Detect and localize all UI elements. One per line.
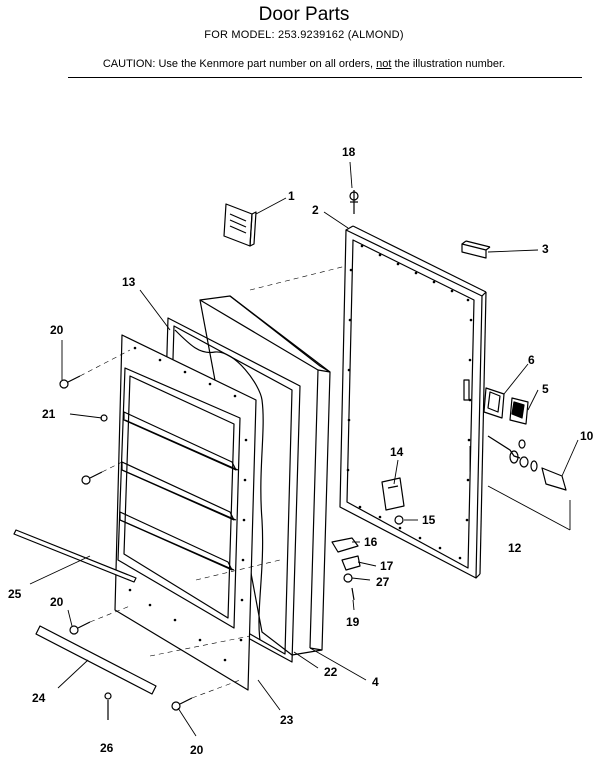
callout-19: 19 [346,615,360,629]
callout-25: 25 [8,587,22,601]
callout-1: 1 [288,189,295,203]
callout-13: 13 [122,275,136,289]
part-25-rod [13,529,137,583]
callout-16: 16 [364,535,378,549]
callout-labels: 1 2 3 4 5 6 10 12 13 14 15 16 17 18 19 2… [8,145,594,757]
part-6-bracket [483,387,505,419]
alignment-lines [79,265,347,699]
callout-20-top: 20 [50,323,64,337]
callout-3: 3 [542,242,549,256]
callout-23: 23 [280,713,294,727]
fastener-screws [59,375,193,720]
part-12-lock-assembly [487,435,567,491]
caution-text-prefix: CAUTION: Use the Kenmore part number on … [102,58,377,70]
callout-27: 27 [376,575,390,589]
model-subtitle: FOR MODEL: 253.9239162 (ALMOND) [204,29,404,41]
callout-5: 5 [542,382,549,396]
callout-15: 15 [422,513,436,527]
callout-17: 17 [380,559,394,573]
caution-note: CAUTION: Use the Kenmore part number on … [0,58,608,70]
hinge-hardware [331,537,361,601]
callout-20-mid: 20 [50,595,64,609]
callout-6: 6 [528,353,535,367]
caution-text-not: not [376,58,392,70]
callout-12: 12 [508,541,522,555]
part-3-door-stop [461,240,491,259]
outer-door-panel [339,225,487,579]
part-14-bracket [381,477,405,511]
callout-18: 18 [342,145,356,159]
part-18-screw [349,190,359,214]
leader-lines [29,161,579,737]
callout-26: 26 [100,741,114,755]
callout-14: 14 [390,445,404,459]
callout-20-bottom: 20 [190,743,204,757]
caution-text-suffix: the illustration number. [391,58,506,70]
callout-21: 21 [42,407,56,421]
callout-10: 10 [580,429,594,443]
callout-2: 2 [312,203,319,217]
callout-24: 24 [32,691,46,705]
part-1-label-plate [223,203,257,247]
header-divider [68,77,582,78]
callout-4: 4 [372,675,379,689]
part-15-screw [394,515,404,525]
part-5-handle-cap [509,397,529,425]
inner-door-panel [114,334,257,691]
door-liner [199,295,331,656]
page-title: Door Parts [258,4,350,25]
part-24-rail [35,625,157,695]
callout-22: 22 [324,665,338,679]
